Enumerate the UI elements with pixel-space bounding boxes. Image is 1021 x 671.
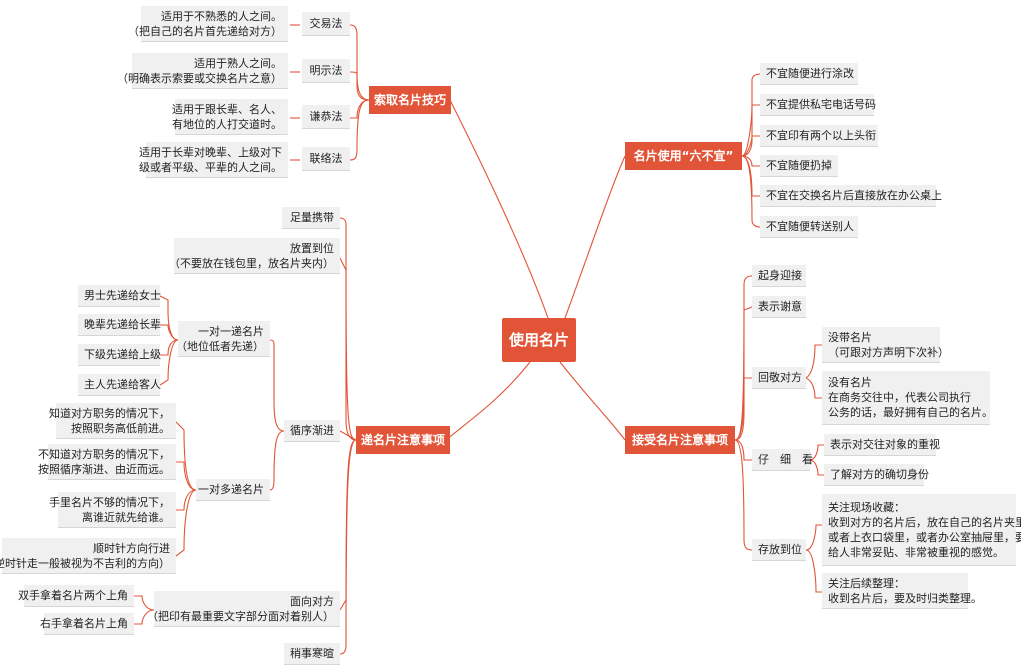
- cunfang-item: 关注现场收藏： 收到对方的名片后，放在自己的名片夹里， 或者上衣口袋里，或者办公…: [822, 494, 1021, 566]
- dijiao-item-zuliang[interactable]: 足量携带: [282, 207, 340, 229]
- jieshou-item-qishen[interactable]: 起身迎接: [752, 265, 806, 287]
- liubuyi-item: 不宜提供私宅电话号码: [760, 94, 876, 116]
- branch-jieshou[interactable]: 接受名片注意事项: [625, 426, 735, 454]
- one-to-many-item: 顺时针方向行进 （逆时针走一般被视为不吉利的方向）: [0, 538, 176, 574]
- dijiao-item-xunxu[interactable]: 循序渐进: [284, 420, 340, 442]
- huijing-item: 没带名片 （可跟对方声明下次补）: [822, 327, 949, 363]
- note-lianluo: 适用于长辈对晚辈、上级对下 级或者平级、平辈的人之间。: [139, 142, 288, 178]
- jieshou-item-xieyi[interactable]: 表示谢意: [752, 296, 806, 318]
- facing-item: 双手拿着名片两个上角: [18, 585, 134, 607]
- cunfang-item: 关注后续整理： 收到名片后，要及时归类整理。: [822, 573, 982, 609]
- jieshou-item-cunfang[interactable]: 存放到位: [752, 539, 806, 561]
- liubuyi-item: 不宜随便转送别人: [760, 216, 858, 238]
- center-node[interactable]: 使用名片: [502, 318, 576, 362]
- method-qiangong[interactable]: 谦恭法: [302, 105, 350, 129]
- one-to-many-item: 不知道对方职务的情况下， 按照循序渐进、由近而远。: [38, 444, 176, 480]
- liubuyi-item: 不宜印有两个以上头衔: [760, 125, 878, 147]
- method-mingshi[interactable]: 明示法: [302, 59, 350, 83]
- method-lianluo[interactable]: 联络法: [302, 147, 350, 171]
- facing-item: 右手拿着名片上角: [40, 613, 134, 635]
- dijiao-item-hanxuan[interactable]: 稍事寒暄: [284, 643, 340, 665]
- liubuyi-item: 不宜随便扔掉: [760, 155, 838, 177]
- one-to-many[interactable]: 一对多递名片: [196, 479, 270, 501]
- method-jiaoyi[interactable]: 交易法: [302, 12, 350, 36]
- one-to-one-item: 下级先递给上级: [78, 344, 161, 366]
- branch-liubuyi[interactable]: 名片使用“六不宜”: [625, 142, 742, 170]
- liubuyi-item: 不宜随便进行涂改: [760, 63, 858, 85]
- one-to-one-item: 主人先递给客人: [78, 374, 161, 396]
- branch-suoqu[interactable]: 索取名片技巧: [369, 86, 451, 114]
- note-qiangong: 适用于跟长辈、名人、 有地位的人打交道时。: [172, 99, 288, 135]
- one-to-one-item: 男士先递给女士: [78, 285, 161, 307]
- one-to-one[interactable]: 一对一递名片 （地位低者先递）: [176, 321, 270, 357]
- liubuyi-item: 不宜在交换名片后直接放在办公桌上: [760, 185, 942, 207]
- one-to-many-item: 知道对方职务的情况下， 按照职务高低前进。: [49, 403, 176, 439]
- one-to-many-item: 手里名片不够的情况下， 离谁近就先给谁。: [49, 492, 176, 528]
- one-to-one-item: 晚辈先递给长辈: [78, 314, 161, 336]
- branch-dijiao[interactable]: 递名片注意事项: [356, 426, 450, 454]
- dijiao-item-fangzhi[interactable]: 放置到位 （不要放在钱包里，放名片夹内）: [169, 238, 340, 274]
- dijiao-item-mianxiang[interactable]: 面向对方 （把印有最重要文字部分面对着别人）: [147, 591, 340, 627]
- jieshou-item-zixi[interactable]: 仔 细 看: [752, 449, 813, 471]
- huijing-item: 没有名片 在商务交往中，代表公司执行 公务的话，最好拥有自己的名片。: [822, 371, 993, 425]
- jieshou-item-huijing[interactable]: 回敬对方: [752, 367, 806, 389]
- note-mingshi: 适用于熟人之间。 （明确表示索要或交换名片之意）: [117, 53, 288, 89]
- note-jiaoyi: 适用于不熟悉的人之间。 （把自己的名片首先递给对方）: [128, 6, 288, 42]
- zixi-item: 了解对方的确切身份: [824, 464, 929, 486]
- zixi-item: 表示对交往对象的重视: [824, 434, 940, 456]
